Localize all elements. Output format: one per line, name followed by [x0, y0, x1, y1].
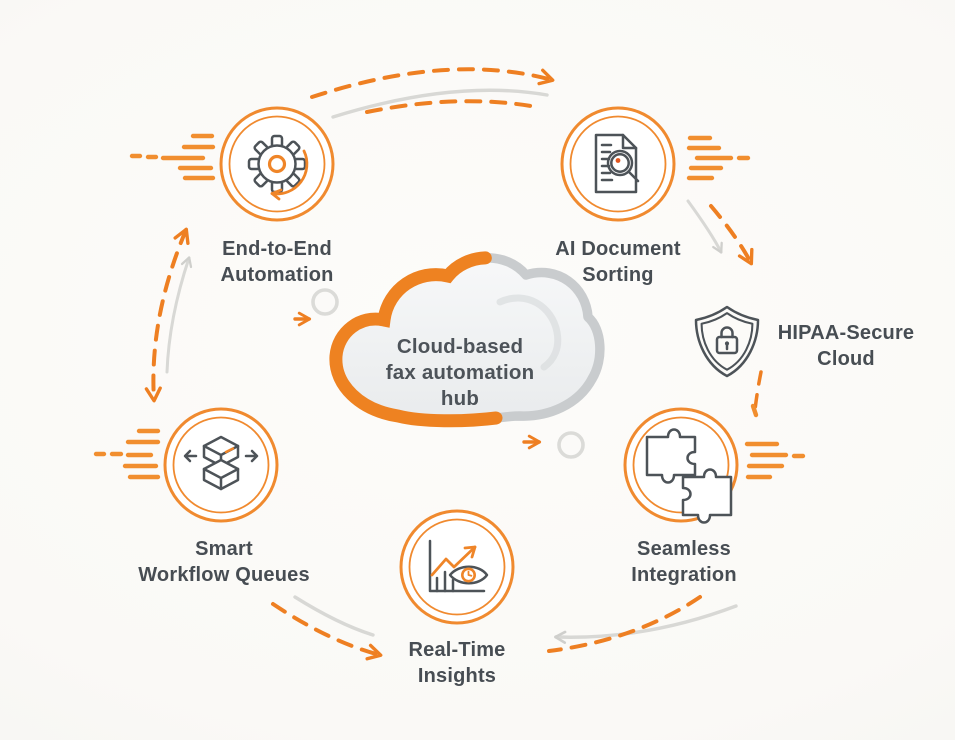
stacked-boxes-icon: [183, 435, 259, 491]
label-seamless-integration: Seamless Integration: [631, 538, 737, 586]
flow-arrow-sorting-to-hipaa: [686, 199, 754, 266]
cloud-title-line: hub: [440, 387, 480, 410]
label-smart-workflow-queues: Smart Workflow Queues: [138, 538, 310, 586]
flow-arrow-integration-to-insights: [547, 595, 738, 653]
shield-lock-icon: [694, 305, 760, 378]
flow-arc-top: [310, 67, 555, 119]
node-smart-workflow-queues: [161, 405, 281, 525]
speed-lines-automation: [129, 133, 216, 181]
cloud-hub-title: Cloud-based fax automation hub: [338, 334, 582, 412]
label-hipaa-secure-cloud: HIPAA-Secure Cloud: [777, 322, 915, 370]
cloud-hub-icon: [329, 251, 607, 428]
cloud-side-decor: [293, 288, 585, 459]
gear-sync-icon: [247, 134, 309, 201]
cloud-title-line: fax automation: [385, 361, 535, 384]
chart-eye-icon: [428, 539, 489, 593]
node-ai-document-sorting: [558, 104, 678, 224]
ring-bubble-icon: [311, 288, 339, 316]
flow-arrow-workflow-to-insights: [271, 595, 383, 661]
flow-arrow-workflow-automation: [144, 227, 193, 403]
node-real-time-insights: [397, 507, 517, 627]
puzzle-pieces-icon: [645, 428, 733, 524]
cloud-title-line: Cloud-based: [396, 335, 524, 358]
ring-bubble-icon: [557, 431, 585, 459]
label-ai-document-sorting: AI Document Sorting: [555, 238, 681, 286]
node-seamless-integration: [621, 405, 741, 525]
label-real-time-insights: Real-Time Insights: [408, 639, 506, 687]
label-end-to-end-automation: End-to-End Automation: [220, 238, 334, 286]
document-search-icon: [594, 133, 640, 194]
node-hipaa-secure-cloud: [687, 301, 767, 381]
speed-lines-integration: [744, 403, 806, 480]
speed-lines-sorting: [686, 135, 751, 181]
speed-lines-workflow: [93, 428, 161, 480]
node-end-to-end-automation: [217, 104, 337, 224]
